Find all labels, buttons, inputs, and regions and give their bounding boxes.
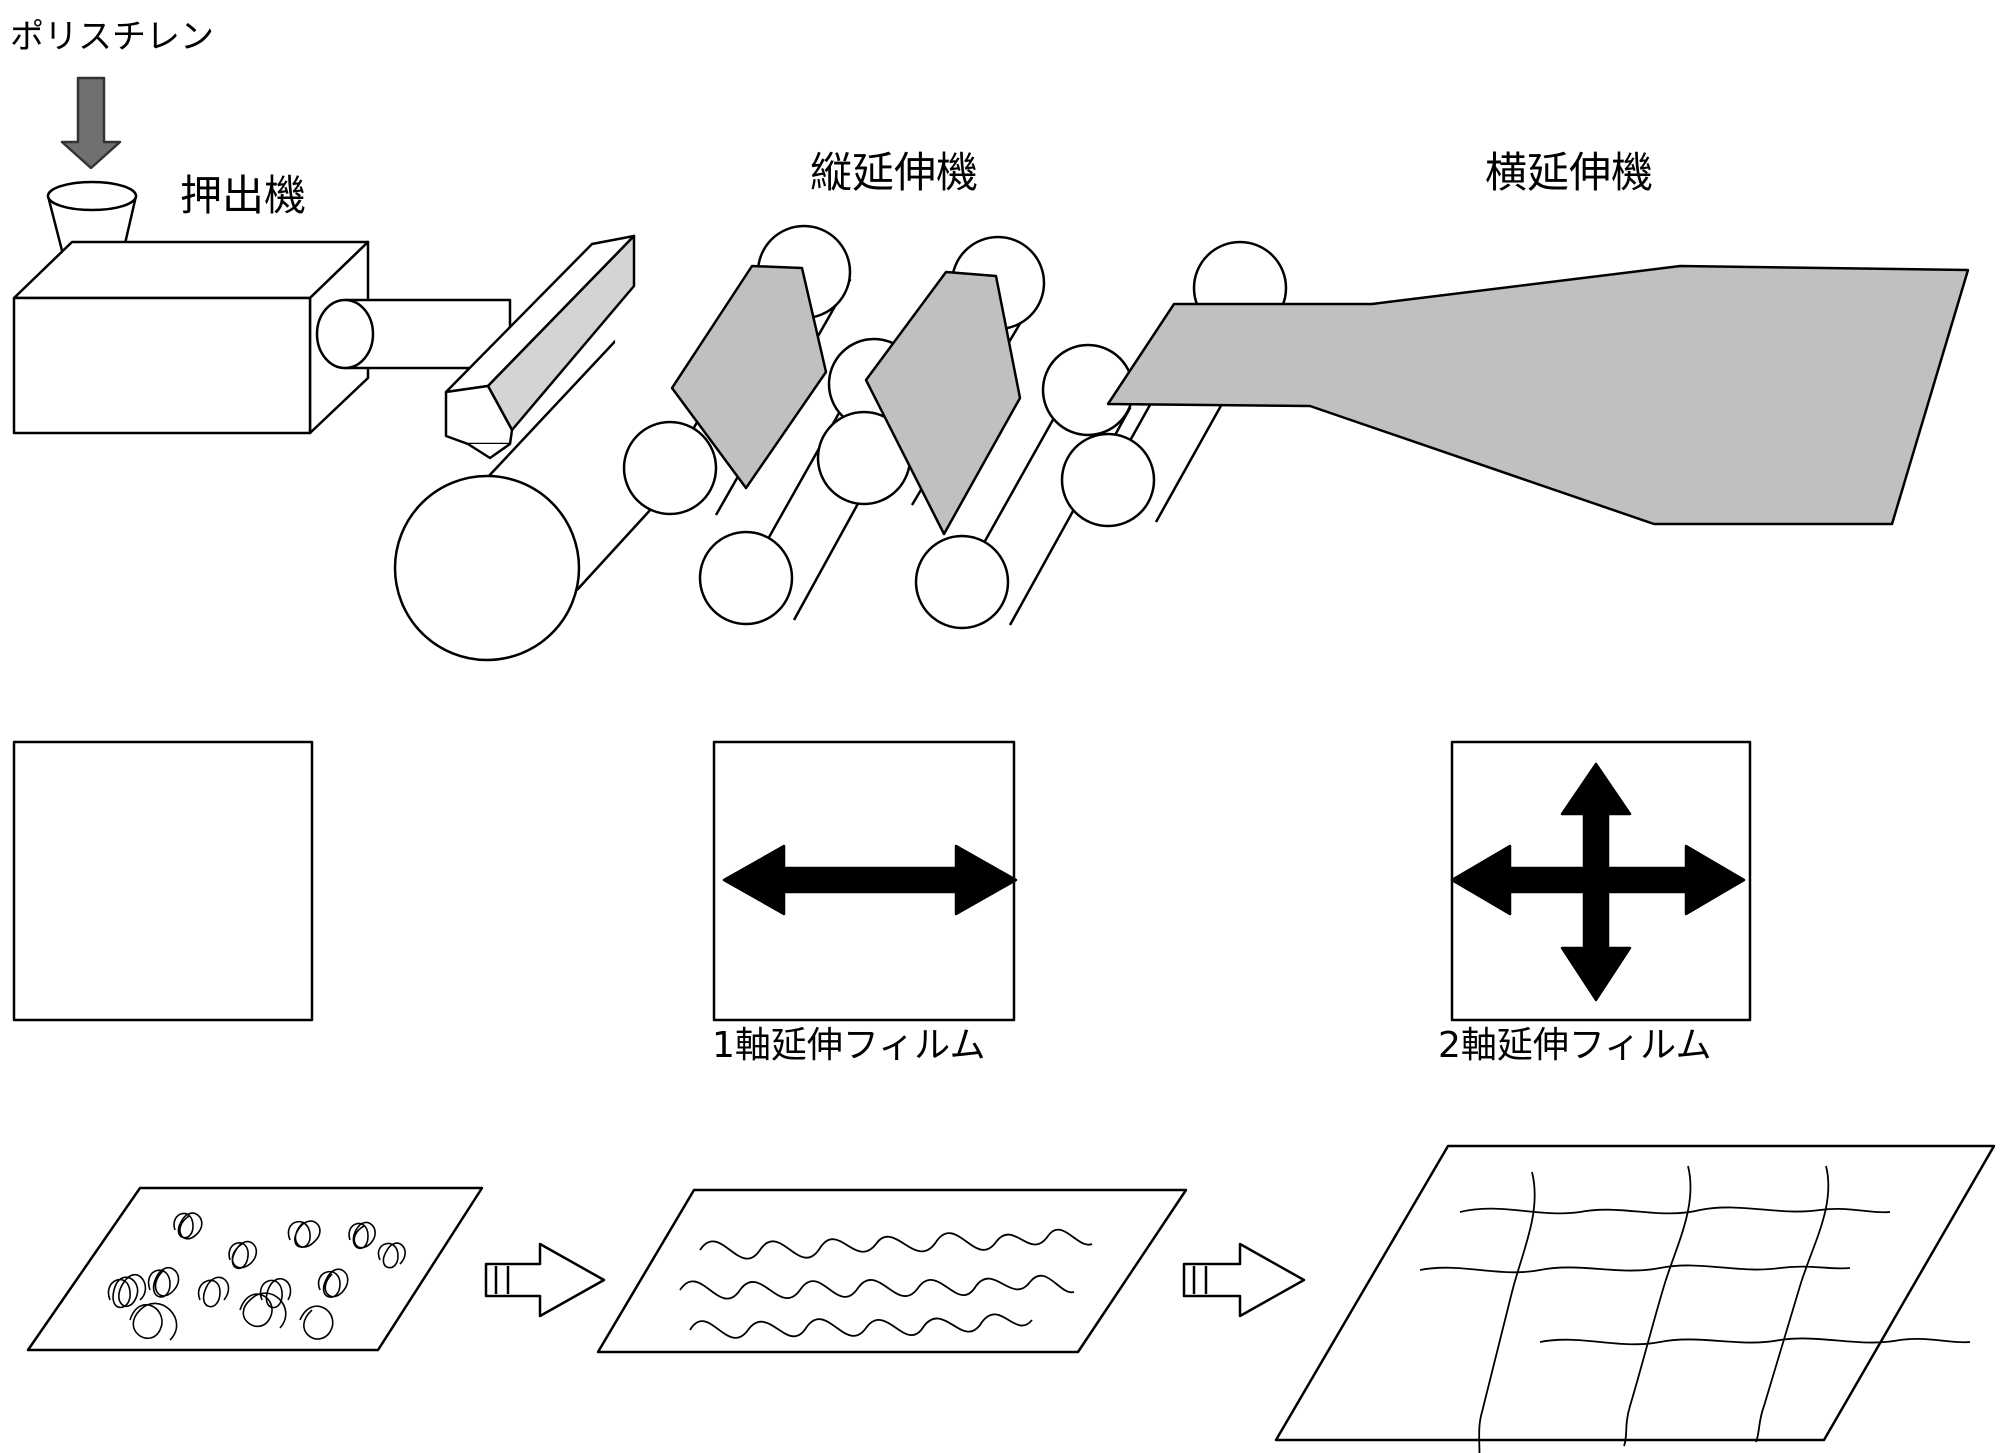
process-arrow-icon-1 [484, 1242, 606, 1318]
biaxial-film-label: 2軸延伸フィルム [1438, 1025, 1712, 1066]
biaxial-oriented-sheet [1274, 1144, 1996, 1453]
film-segment-2 [864, 270, 1022, 536]
t-die [444, 234, 636, 460]
feed-arrow-icon [60, 76, 122, 170]
extruder-barrel [315, 298, 512, 370]
extruder-box [12, 240, 370, 435]
polystyrene-label: ポリスチレン [10, 17, 214, 57]
unstretched-film-square [12, 740, 314, 1022]
four-way-arrow-icon [1450, 762, 1746, 1002]
transverse-stretcher-label: 横延伸機 [1485, 148, 1654, 197]
transverse-stretched-film [1106, 264, 1970, 526]
extruder-label: 押出機 [180, 171, 307, 220]
longitudinal-stretcher-label: 縦延伸機 [810, 148, 979, 197]
random-coil-sheet [26, 1186, 484, 1352]
process-arrow-icon-2 [1182, 1242, 1306, 1318]
uniaxial-film-label: 1軸延伸フィルム [712, 1025, 986, 1066]
film-segment-1 [670, 264, 828, 490]
double-arrow-horizontal-icon [722, 844, 1018, 916]
stretch-roll-2b [914, 343, 1135, 630]
uniaxial-oriented-sheet [596, 1188, 1188, 1354]
